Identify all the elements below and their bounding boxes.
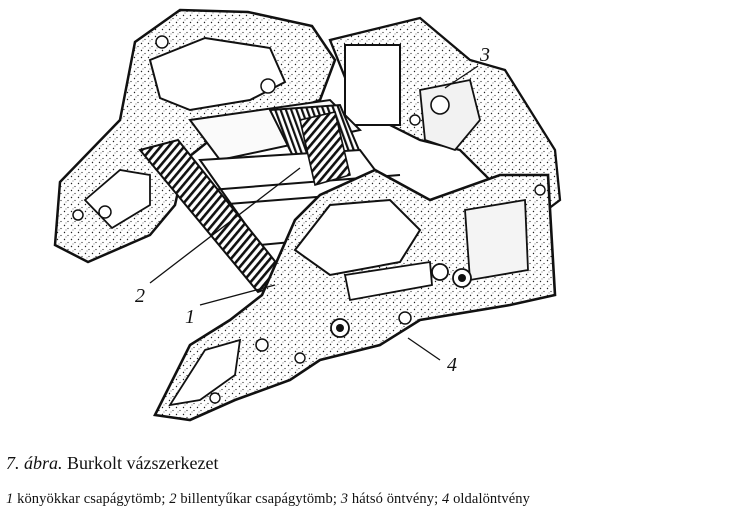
rear-casting <box>328 16 562 217</box>
legend-1-text: könyökkar csapágytömb; <box>17 491 166 507</box>
legend-3-number: 3 <box>340 491 349 507</box>
legend-3-text: hátsó öntvény; <box>351 491 439 507</box>
right-side-casting <box>153 168 557 422</box>
frame-structure-drawing <box>53 8 562 422</box>
caption-word: ábra. <box>24 453 63 473</box>
callout-4-label: 4 <box>447 354 457 376</box>
caption-title: Burkolt vázszerkezet <box>67 453 219 473</box>
callout-3-label: 3 <box>480 44 490 66</box>
legend-4-text: oldalöntvény <box>453 491 530 507</box>
bearing-comb <box>138 111 351 294</box>
legend-2-text: billentyűkar csapágytömb; <box>180 491 338 507</box>
legend-2-number: 2 <box>169 491 177 507</box>
callout-1-label: 1 <box>185 306 195 328</box>
caption-number: 7. <box>6 453 20 473</box>
callout-2-label: 2 <box>135 285 145 307</box>
legend-1-number: 1 <box>6 491 14 507</box>
legend-4-number: 4 <box>441 491 450 507</box>
figure-legend: 1 könyökkar csapágytömb; 2 billentyűkar … <box>6 491 740 508</box>
left-side-casting <box>53 8 337 264</box>
leader-lines <box>149 65 479 361</box>
figure-caption: 7. ábra. Burkolt vázszerkezet <box>6 453 736 474</box>
